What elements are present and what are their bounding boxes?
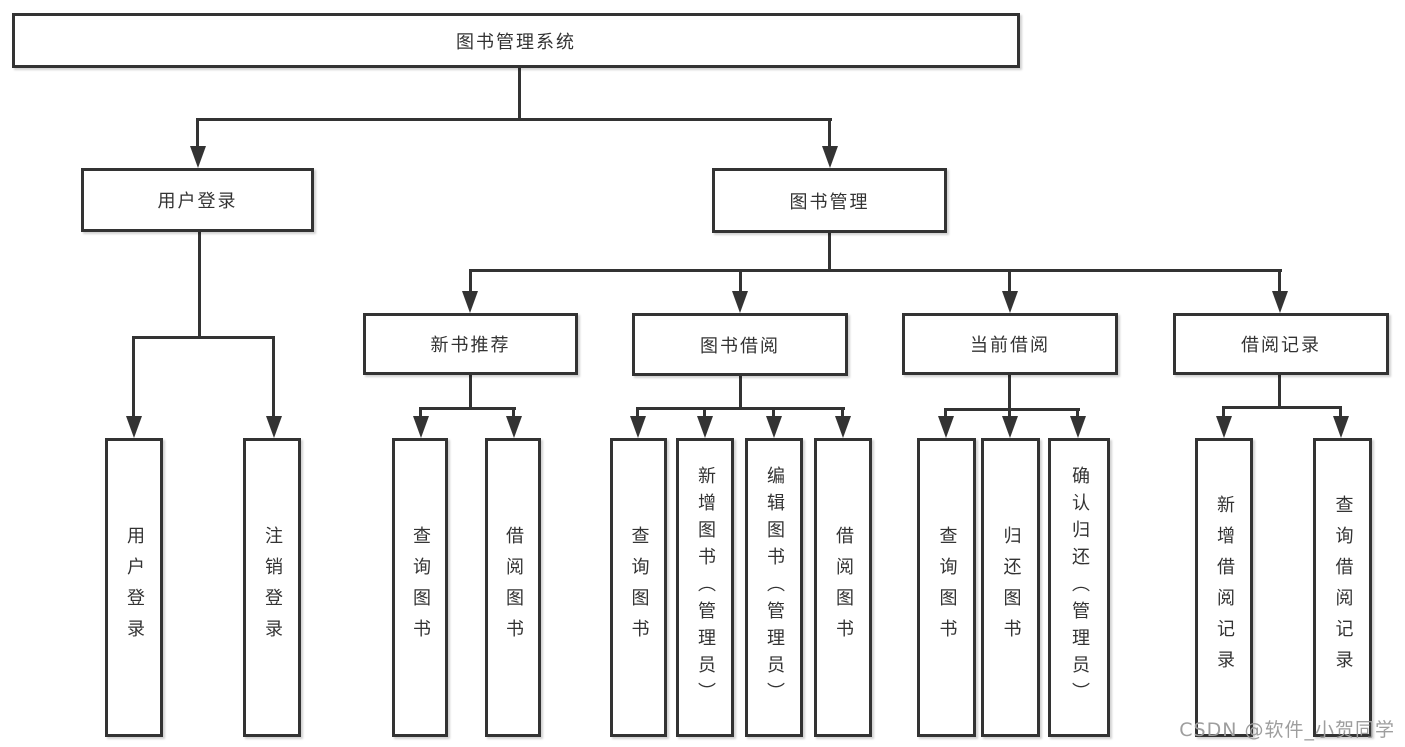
leaf-borrow-books-recommend: 借阅图书: [485, 438, 541, 737]
connector-root-trunk: [518, 68, 521, 120]
node-label: 新增借阅记录: [1214, 494, 1235, 681]
arrow-down-icon: [1216, 416, 1232, 438]
connector-shaft: [1222, 406, 1225, 418]
leaf-borrow-books-borrowing: 借阅图书: [814, 438, 872, 737]
connector-shaft: [272, 336, 275, 418]
node-label: 查询借阅记录: [1332, 494, 1354, 681]
leaf-query-borrow-record: 查询借阅记录: [1313, 438, 1372, 737]
arrow-down-icon: [413, 416, 429, 438]
connector-recommend-bar: [419, 407, 516, 410]
node-label: 新书推荐: [430, 335, 511, 356]
connector-shaft: [469, 269, 472, 293]
leaf-logout: 注销登录: [243, 438, 301, 737]
connector-shaft: [636, 407, 639, 418]
connector-shaft: [1339, 406, 1342, 418]
node-label: 当前借阅: [970, 335, 1050, 356]
leaf-query-books-current: 查询图书: [917, 438, 976, 737]
connector-shaft: [1008, 269, 1011, 293]
node-label: 借阅记录: [1241, 335, 1321, 356]
connector-records-trunk: [1278, 375, 1281, 408]
connector-level2-bar: [196, 118, 832, 121]
arrow-down-icon: [1070, 416, 1086, 438]
node-label: 查询图书: [628, 525, 650, 650]
leaf-add-books-admin: 新增图书（管理员）: [676, 438, 734, 737]
node-book-borrowing: 图书借阅: [632, 313, 848, 376]
node-borrowing-records: 借阅记录: [1173, 313, 1389, 375]
node-book-management: 图书管理: [712, 168, 947, 233]
arrow-down-icon: [822, 146, 838, 168]
node-label: 借阅图书: [503, 525, 524, 650]
node-user-login: 用户登录: [81, 168, 314, 232]
leaf-confirm-return-admin: 确认归还（管理员）: [1048, 438, 1110, 737]
arrow-down-icon: [506, 416, 522, 438]
node-label: 新增图书（管理员）: [695, 466, 716, 709]
connector-user-login-trunk: [198, 232, 201, 338]
connector-user-login-bar: [132, 336, 275, 339]
connector-shaft: [419, 407, 422, 418]
node-label: 编辑图书（管理员）: [764, 466, 785, 709]
arrow-down-icon: [126, 416, 142, 438]
node-label: 图书借阅: [700, 335, 780, 357]
arrow-down-icon: [938, 416, 954, 438]
connector-shaft: [1076, 408, 1079, 418]
connector-borrowing-bar: [636, 407, 845, 410]
node-label: 借阅图书: [833, 525, 854, 650]
node-label: 用户登录: [157, 191, 238, 212]
arrow-down-icon: [1272, 291, 1288, 313]
arrow-down-icon: [630, 416, 646, 438]
connector-shaft: [196, 118, 199, 150]
connector-shaft: [739, 269, 742, 293]
node-label: 注销登录: [262, 525, 283, 650]
node-label: 查询图书: [936, 525, 958, 650]
node-current-borrowing: 当前借阅: [902, 313, 1118, 375]
arrow-down-icon: [732, 291, 748, 313]
node-label: 图书管理: [789, 191, 870, 213]
connector-borrowing-trunk: [739, 376, 742, 410]
node-new-book-recommend: 新书推荐: [363, 313, 578, 375]
node-root: 图书管理系统: [12, 13, 1020, 68]
connector-shaft: [772, 407, 775, 418]
arrow-down-icon: [1002, 416, 1018, 438]
arrow-down-icon: [1002, 291, 1018, 313]
arrow-down-icon: [766, 416, 782, 438]
csdn-watermark: CSDN @软件_小贺同学: [1179, 719, 1395, 741]
node-label: 确认归还（管理员）: [1069, 466, 1090, 709]
connector-current-trunk: [1008, 375, 1011, 410]
node-label: 用户登录: [124, 525, 145, 650]
connector-recommend-trunk: [469, 375, 472, 410]
connector-book-mgmt-trunk: [828, 233, 831, 272]
connector-shaft: [944, 408, 947, 418]
node-label: 图书管理系统: [456, 31, 576, 53]
node-label: 查询图书: [410, 525, 431, 650]
leaf-add-borrow-record: 新增借阅记录: [1195, 438, 1253, 737]
arrow-down-icon: [462, 291, 478, 313]
connector-current-bar: [944, 408, 1080, 411]
connector-level3-bar: [469, 269, 1282, 272]
leaf-query-books-borrowing: 查询图书: [610, 438, 667, 737]
arrow-down-icon: [190, 146, 206, 168]
connector-shaft: [841, 407, 844, 418]
leaf-query-books-recommend: 查询图书: [392, 438, 448, 737]
connector-shaft: [703, 407, 706, 418]
connector-shaft: [512, 407, 515, 418]
arrow-down-icon: [1333, 416, 1349, 438]
connector-records-bar: [1222, 406, 1342, 409]
connector-shaft: [132, 336, 135, 418]
node-label: 归还图书: [1000, 525, 1022, 650]
arrow-down-icon: [697, 416, 713, 438]
connector-shaft: [1278, 269, 1281, 293]
leaf-return-books: 归还图书: [981, 438, 1040, 737]
connector-shaft: [1008, 408, 1011, 418]
connector-shaft: [828, 118, 831, 150]
leaf-user-login: 用户登录: [105, 438, 163, 737]
arrow-down-icon: [835, 416, 851, 438]
arrow-down-icon: [266, 416, 282, 438]
leaf-edit-books-admin: 编辑图书（管理员）: [745, 438, 803, 737]
